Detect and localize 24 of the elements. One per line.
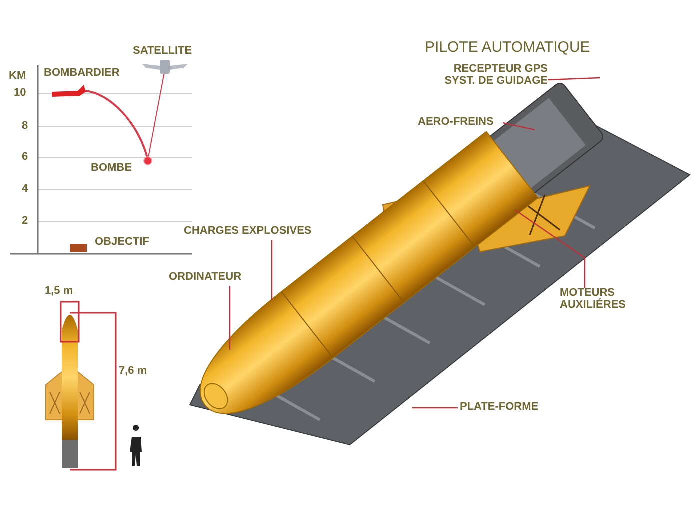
leader-line: [229, 286, 231, 350]
part-label: CHARGES EXPLOSIVES: [184, 226, 313, 238]
chart-label: BOMBARDIER: [44, 68, 120, 80]
dimension-label: 1,5 m: [45, 286, 74, 298]
chart-label: 2: [22, 216, 28, 228]
chart-label: SATELLITE: [133, 46, 192, 58]
leader-line: [514, 210, 586, 288]
part-label: MOTEURS AUXILIÉRES: [560, 288, 628, 312]
chart-label: BOMBE: [91, 163, 132, 175]
chart-label: 10: [14, 88, 26, 100]
leader-line: [412, 407, 458, 409]
chart-label: OBJECTIF: [95, 237, 150, 249]
chart-label: KM: [9, 71, 26, 83]
part-label: PLATE-FORME: [460, 402, 540, 414]
part-label: AERO-FREINS: [418, 117, 495, 129]
chart-label: 4: [22, 184, 28, 196]
chart-label: 6: [22, 152, 28, 164]
dimension-label: 7,6 m: [119, 366, 148, 378]
heading: PILOTE AUTOMATIQUE: [425, 40, 590, 56]
chart-label: 8: [22, 121, 28, 133]
leader-line: [271, 240, 273, 300]
part-label: ORDINATEUR: [169, 272, 243, 284]
leader-line: [548, 77, 600, 81]
part-label: RECEPTEUR GPS SYST. DE GUIDAGE: [444, 64, 548, 88]
